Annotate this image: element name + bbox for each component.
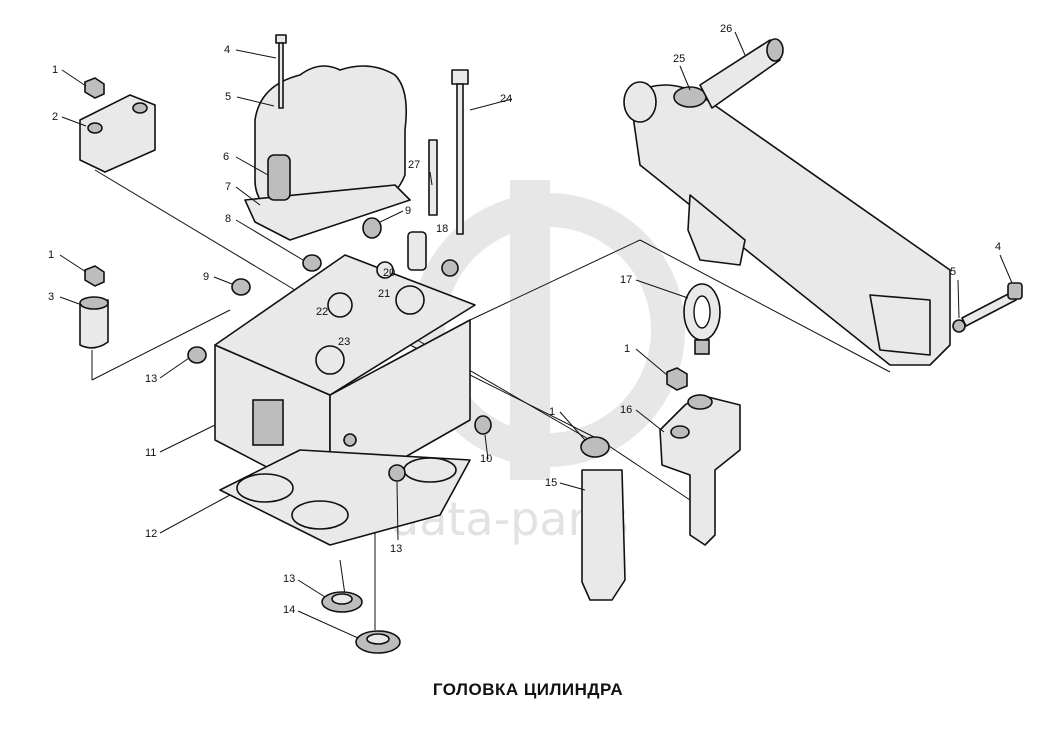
callout-7: 7 <box>225 181 231 193</box>
head-gasket <box>219 449 471 546</box>
callout-15: 15 <box>545 477 557 489</box>
callout-1d: 1 <box>549 406 555 418</box>
callout-9a: 9 <box>405 205 411 217</box>
callout-1: 1 <box>52 64 58 76</box>
callout-12: 12 <box>145 528 157 540</box>
callout-6: 6 <box>223 151 229 163</box>
nut-right <box>666 367 688 391</box>
callout-1b: 1 <box>48 249 54 261</box>
callout-20: 20 <box>383 267 395 279</box>
callout-9b: 9 <box>203 271 209 283</box>
callout-22: 22 <box>316 306 328 318</box>
bolt-center <box>275 34 287 109</box>
spacer-block <box>79 94 156 173</box>
callout-4b: 4 <box>995 241 1001 253</box>
eye-bolt <box>683 283 721 355</box>
callout-27: 27 <box>408 159 420 171</box>
valve-cover <box>244 65 411 241</box>
callout-4: 4 <box>224 44 230 56</box>
callout-13c: 13 <box>283 573 295 585</box>
exhaust-manifold <box>623 81 951 366</box>
callout-2: 2 <box>52 111 58 123</box>
callout-26: 26 <box>720 23 732 35</box>
callout-14: 14 <box>283 604 295 616</box>
callout-3: 3 <box>48 291 54 303</box>
sleeve-left <box>79 265 109 349</box>
seal-rings <box>321 591 401 654</box>
label-leaders <box>59 31 1013 639</box>
callout-1c: 1 <box>624 343 630 355</box>
callout-labels: 1 2 4 5 6 7 8 9 1 3 9 13 11 12 22 21 23 … <box>48 23 1001 616</box>
callout-5b: 5 <box>950 266 956 278</box>
callout-11: 11 <box>145 447 156 459</box>
exhaust-pipe-26 <box>699 38 784 109</box>
bracket <box>659 394 741 546</box>
callout-23: 23 <box>338 336 350 348</box>
support-15 <box>580 436 626 601</box>
callout-17: 17 <box>620 274 632 286</box>
callout-5: 5 <box>225 91 231 103</box>
callout-13a: 13 <box>145 373 157 385</box>
stud-27 <box>428 139 438 216</box>
callout-8: 8 <box>225 213 231 225</box>
long-bolt <box>451 69 469 235</box>
bolt-right <box>952 282 1023 333</box>
callout-25: 25 <box>673 53 685 65</box>
callout-18: 18 <box>436 223 448 235</box>
nut-top-left <box>84 77 105 99</box>
small-parts <box>187 217 492 482</box>
callout-24: 24 <box>500 93 512 105</box>
callout-21: 21 <box>378 288 390 300</box>
callout-13b: 13 <box>390 543 402 555</box>
diagram-title: ГОЛОВКА ЦИЛИНДРА <box>432 680 624 699</box>
callout-10: 10 <box>480 453 492 465</box>
callout-16: 16 <box>620 404 632 416</box>
